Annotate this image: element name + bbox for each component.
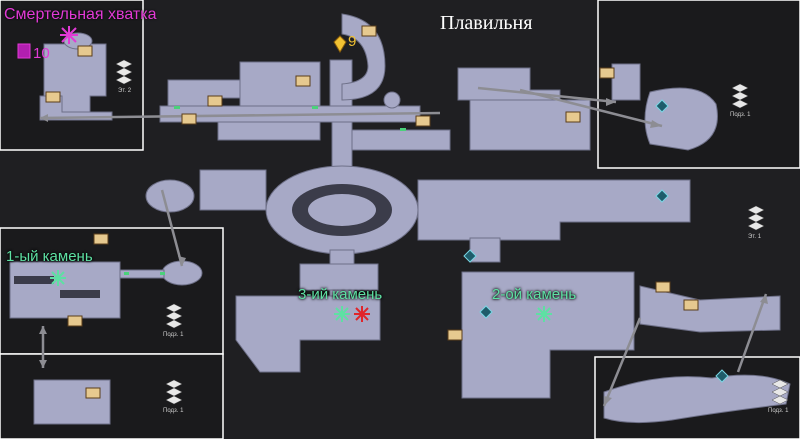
floor-stack-icons: [115, 59, 789, 405]
room-oval-left: [145, 179, 195, 213]
stone-label-third: 3-ий камень: [298, 286, 383, 303]
treasure-chest-icon: [683, 299, 699, 311]
floor-label-bottom-left: Подз. 1: [163, 408, 184, 414]
room-hub-left: [199, 169, 267, 211]
room-upper-mid: [239, 61, 321, 107]
arrow-right-top-a: [477, 86, 617, 104]
boss-counter-icon: [17, 43, 31, 59]
treasure-chest-icon: [295, 75, 311, 87]
treasure-chest-icon: [565, 111, 581, 123]
floor-label-top-left: Эт. 2: [118, 88, 132, 94]
room-right-ledge: [639, 285, 781, 333]
floor-stack-icon: [165, 303, 183, 329]
arrow-br-b: [736, 293, 768, 373]
treasure-chest-icon: [45, 91, 61, 103]
map-title: Плавильня: [440, 12, 533, 34]
stone-marker-icon: [334, 306, 350, 322]
arrow-top-left: [39, 111, 441, 120]
item-count: 9: [348, 33, 357, 50]
treasure-chest-icon: [361, 25, 377, 37]
treasure-chest-icon: [85, 387, 101, 399]
room-hub-right: [417, 179, 691, 241]
floor-label-mid-right: Эт. 1: [748, 234, 762, 240]
boss-count: 10: [33, 45, 50, 62]
stone-marker-icon: [354, 306, 370, 322]
floor-stack-icon: [731, 83, 749, 109]
stone-marker-icon: [536, 306, 552, 322]
room-round-small: [383, 91, 401, 109]
teleport-crystal-icon: [479, 305, 493, 319]
room-left-wing: [217, 121, 321, 141]
room-lower-left: [235, 295, 381, 373]
room-center-lower: [299, 263, 379, 291]
teleport-crystal-icon: [715, 369, 729, 383]
room-br-cave: [603, 374, 791, 424]
floor-stack-icon: [115, 59, 133, 85]
treasure-chest-icon: [599, 67, 615, 79]
treasure-chest-icon: [93, 233, 109, 245]
treasure-chest-icon: [67, 315, 83, 327]
room-spine: [331, 121, 353, 173]
floor-stack-icon: [771, 379, 789, 405]
room-lower-right: [461, 271, 635, 399]
teleport-crystal-icon: [655, 99, 669, 113]
floor-label-top-right: Подз. 1: [730, 112, 751, 118]
treasure-chest-icon: [415, 115, 431, 127]
treasure-chest-icons: [45, 25, 699, 399]
boss-star-icon: [60, 26, 78, 44]
floor-stack-icon: [165, 379, 183, 405]
stone-label-second: 2-ой камень: [492, 286, 577, 303]
teleport-crystal-icon: [655, 189, 669, 203]
room-mid-right: [469, 237, 501, 263]
stone-marker-icons: [50, 270, 552, 322]
treasure-chest-icon: [181, 113, 197, 125]
room-lm-bridge: [119, 269, 165, 279]
stone-marker-icon: [50, 270, 66, 286]
room-right-wing: [351, 129, 451, 151]
room-tr-cave: [644, 87, 718, 151]
arrow-br-a: [602, 317, 642, 407]
floor-stack-icon: [747, 205, 765, 231]
boss-label: Смертельная хватка: [4, 6, 157, 23]
door-markers: [124, 106, 406, 275]
floor-label-bottom-right: Подз. 1: [768, 408, 789, 414]
treasure-chest-icon: [447, 329, 463, 341]
treasure-chest-icon: [207, 95, 223, 107]
teleport-crystal-icons: [463, 99, 729, 383]
bonfire-icon: [333, 35, 347, 53]
inset-bottom-left: [0, 353, 224, 439]
teleport-crystal-icon: [463, 249, 477, 263]
room-right-block: [469, 99, 591, 151]
treasure-chest-icon: [77, 45, 93, 57]
arrow-heads: [39, 98, 768, 406]
floor-label-left-mid: Подз. 1: [163, 332, 184, 338]
arrow-oval: [160, 189, 184, 267]
room-tr-left: [611, 63, 641, 101]
room-bl: [33, 379, 111, 425]
treasure-chest-icon: [655, 281, 671, 293]
room-right-top: [457, 67, 561, 101]
stone-label-first: 1-ый камень: [6, 248, 93, 265]
arrow-right-top-b: [519, 88, 663, 128]
